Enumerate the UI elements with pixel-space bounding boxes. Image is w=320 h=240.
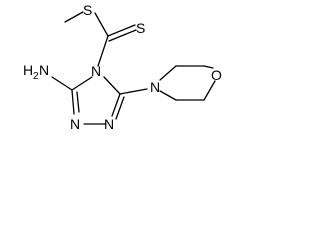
atom-s-methyl: S [83,2,92,18]
atom-n2: N [70,116,80,132]
bond-c3-nh2 [51,76,73,91]
bond-c-s-double-b [108,29,137,42]
bond-c-s-double-a [107,24,136,37]
bond-n1-c5-b [115,96,125,120]
atom-n4: N [91,63,101,79]
bond-c5-n4 [103,76,121,95]
bond-c3-n2-b [76,91,80,113]
atom-n-morpholine: N [150,79,160,95]
bond-n1-c5-a [111,93,121,117]
bond-c3-n2-a [71,89,75,115]
atom-o-morpholine: O [211,67,222,83]
atom-amine-subscript: 2 [33,71,39,82]
bond-morph-1 [159,65,177,81]
bond-c-n4 [97,35,109,67]
bond-morph-6 [159,90,177,101]
atom-s-thione: S [136,20,145,36]
bond-morph-4 [203,80,216,101]
bond-morph-3 [203,65,214,69]
bond-s-c-thione [94,12,109,37]
bond-methyl-s [64,11,84,23]
atom-amine-n: N [39,62,49,78]
bond-n4-c3 [71,76,93,91]
atom-amine-h: H [23,62,33,78]
chemical-structure-canvas: S S H 2 N N N N N O [0,0,244,150]
molecule-diagram: S S H 2 N N N N N O [23,2,222,132]
bond-c5-n-morpholine [119,88,148,95]
atom-n1: N [104,116,114,132]
